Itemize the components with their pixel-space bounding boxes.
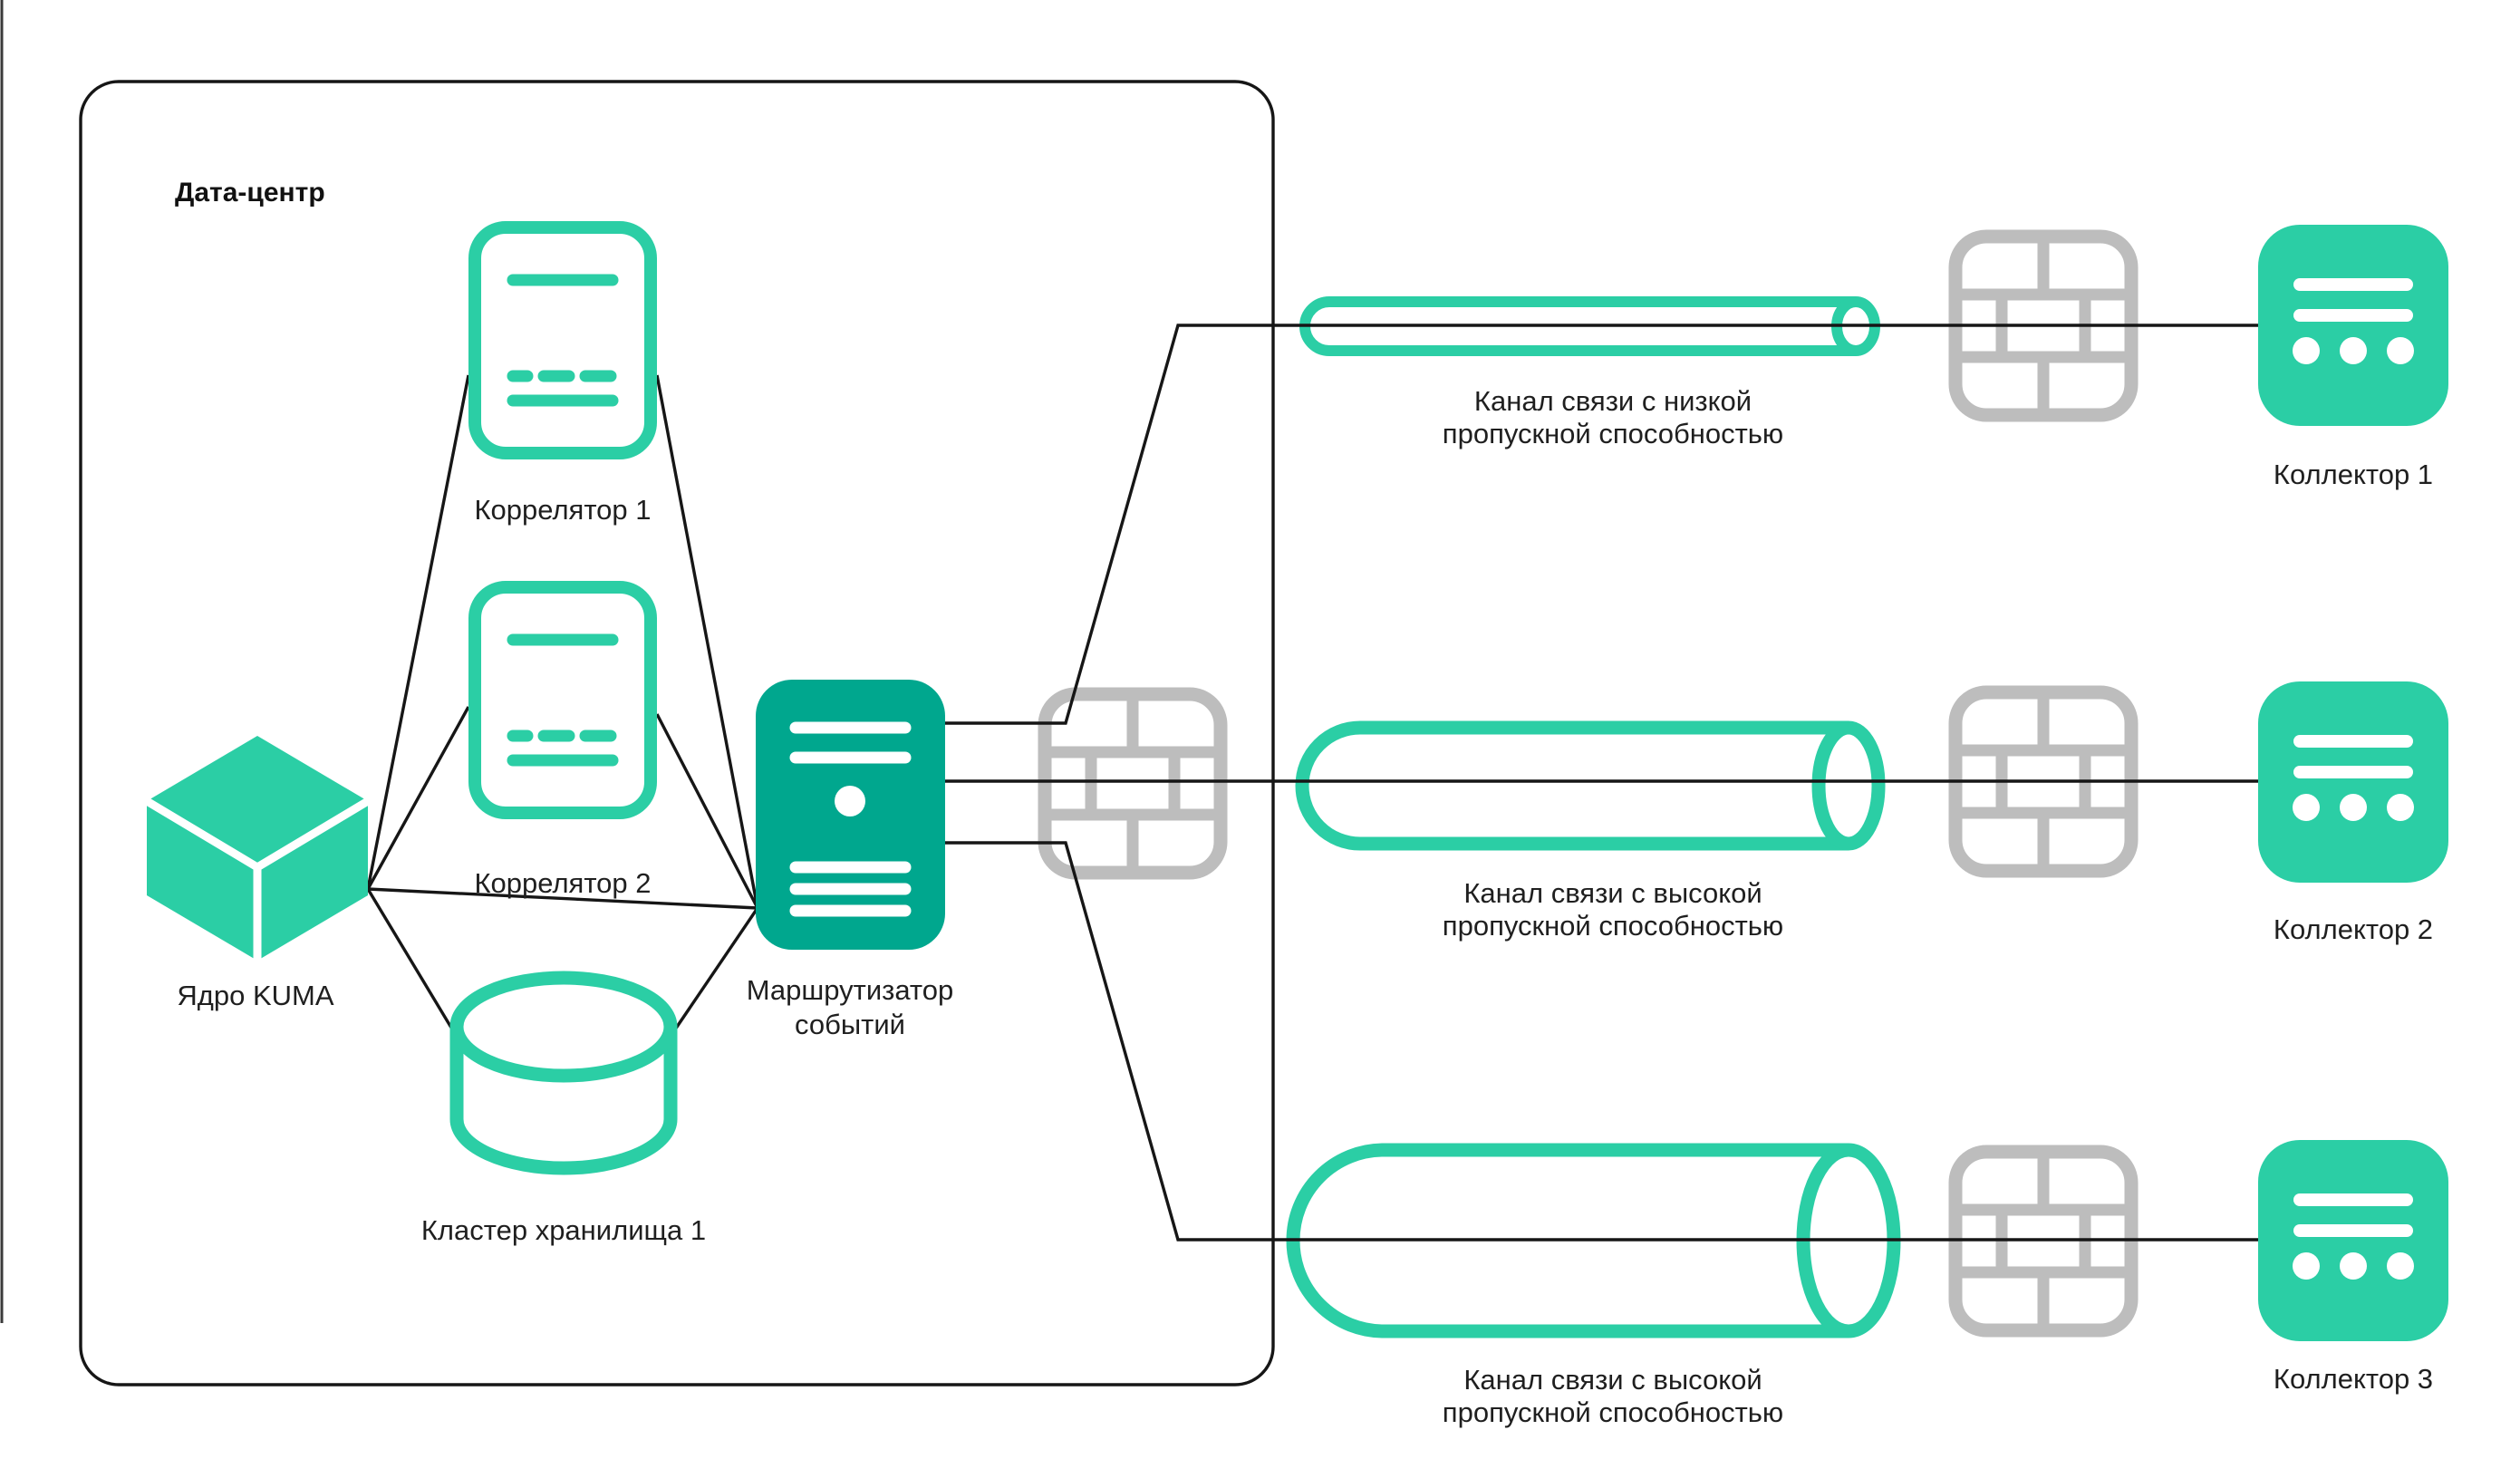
collector3-icon [2258, 1140, 2448, 1341]
channel3-label-line2: пропускной способностью [1443, 1396, 1783, 1428]
event-router-icon [756, 680, 945, 950]
event-router-label-line1: Маршрутизатор [747, 974, 954, 1006]
channel2-label-line1: Канал связи с высокой [1463, 877, 1762, 909]
storage-cluster-icon [449, 971, 678, 1175]
correlator1-icon [475, 227, 651, 453]
channel2-label-line2: пропускной способностью [1443, 910, 1783, 942]
correlator2-icon [475, 587, 651, 813]
kuma-core-label: Ядро KUMA [177, 980, 333, 1011]
connection-line-channel3 [945, 841, 2258, 1242]
storage-cluster-label: Кластер хранилища 1 [421, 1214, 706, 1246]
channel1-label-line2: пропускной способностью [1443, 418, 1783, 449]
event-router-label-line2: событий [795, 1009, 905, 1040]
datacenter-boundary [79, 80, 1275, 1387]
channel2-pipe-high-bandwidth [1295, 720, 1886, 851]
firewall-icon-router [1045, 694, 1221, 873]
collector3-label: Коллектор 3 [2274, 1363, 2433, 1395]
collector1-label: Коллектор 1 [2274, 459, 2433, 490]
channel1-label-line1: Канал связи с низкой [1474, 385, 1752, 417]
correlator2-label: Коррелятор 2 [474, 867, 651, 899]
collector1-icon [2258, 225, 2448, 426]
collector2-icon [2258, 681, 2448, 883]
channel3-label-line1: Канал связи с высокой [1463, 1364, 1762, 1396]
correlator1-label: Коррелятор 1 [474, 494, 651, 526]
connection-line-channel1 [945, 324, 2258, 725]
kuma-core-icon [142, 736, 372, 965]
internal-connection-lines [366, 374, 759, 1033]
datacenter-label: Дата-центр [175, 178, 325, 208]
collector2-label: Коллектор 2 [2274, 913, 2433, 945]
